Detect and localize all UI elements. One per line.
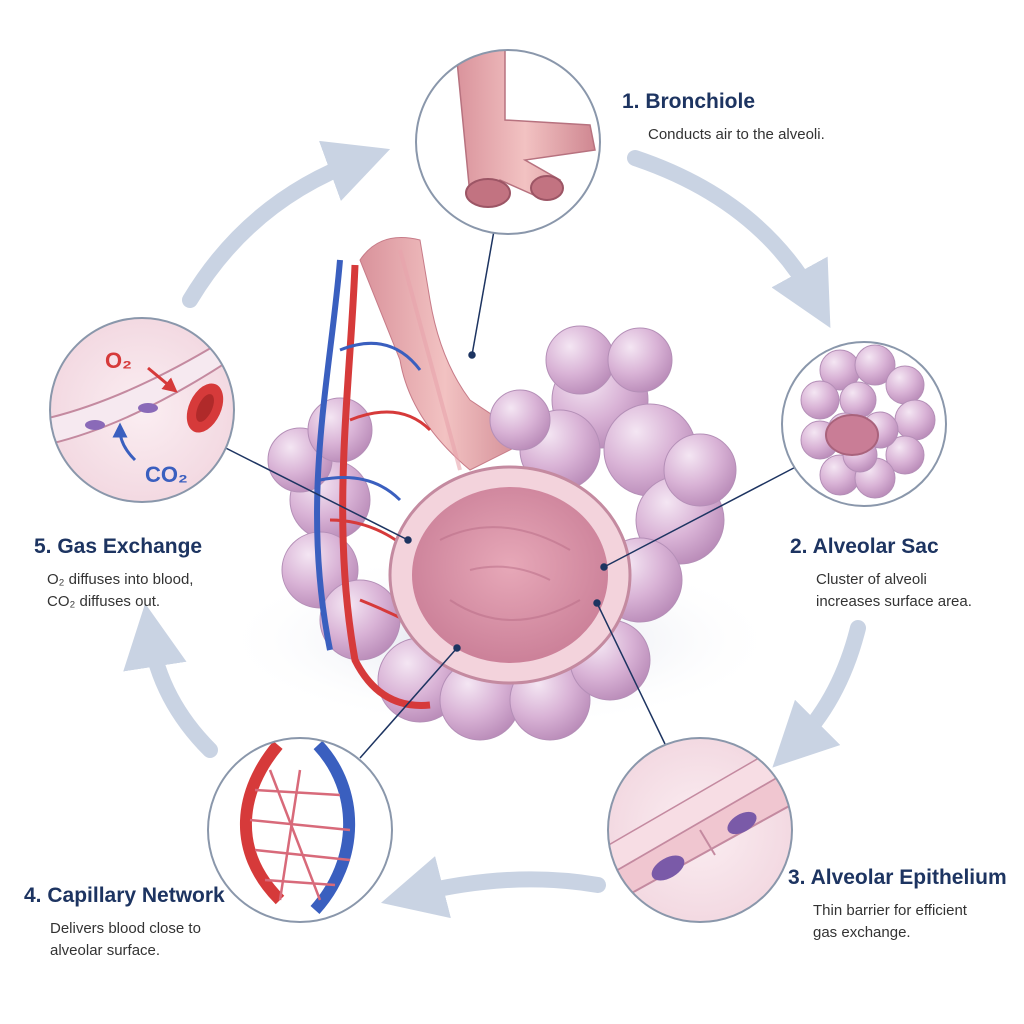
sac-bubble — [885, 435, 925, 475]
alveolar-sac-inset — [781, 341, 947, 507]
o2-label: O₂ — [105, 348, 132, 373]
bronchiole-inset — [415, 49, 601, 235]
step-capillary-network: 4. Capillary Network Delivers blood clos… — [24, 884, 225, 962]
cycle-arrows — [123, 140, 866, 919]
sac-opening — [825, 414, 879, 456]
alveolus-bubble — [489, 389, 551, 451]
step-gas-exchange: 5. Gas Exchange O₂ diffuses into blood, … — [34, 535, 202, 613]
step-title: 5. Gas Exchange — [34, 535, 203, 558]
step-title: 3. Alveolar Epithelium — [788, 866, 1007, 889]
step-desc: Cluster of alveoli increases surface are… — [816, 571, 972, 610]
alveolus-bubble — [607, 327, 673, 393]
sac-bubble — [854, 344, 896, 386]
epithelium-inset — [607, 737, 793, 923]
step-title: 1. Bronchiole — [622, 90, 756, 113]
step-desc: Thin barrier for efficient gas exchange. — [813, 902, 967, 941]
step-desc: O₂ diffuses into blood, CO₂ diffuses out… — [47, 571, 194, 610]
step-desc: Conducts air to the alveoli. — [648, 126, 825, 143]
alveolus-bubble — [545, 325, 615, 395]
step-title: 2. Alveolar Sac — [790, 535, 939, 558]
step-bronchiole: 1. Bronchiole Conducts air to the alveol… — [622, 90, 825, 146]
step-title: 4. Capillary Network — [24, 884, 225, 907]
sac-bubble — [885, 365, 925, 405]
gas-exchange-inset: O₂ CO₂ — [49, 317, 235, 503]
sac-bubble — [894, 399, 936, 441]
step-alveolar-sac: 2. Alveolar Sac Cluster of alveoli incre… — [790, 535, 972, 613]
capillary-inset — [207, 737, 393, 923]
co2-label: CO₂ — [145, 462, 188, 487]
central-alveolus — [220, 237, 780, 741]
step-alveolar-epithelium: 3. Alveolar Epithelium Thin barrier for … — [788, 866, 1007, 944]
alveolus-bubble — [663, 433, 737, 507]
sac-bubble — [800, 380, 840, 420]
step-desc: Delivers blood close to alveolar surface… — [50, 920, 201, 959]
